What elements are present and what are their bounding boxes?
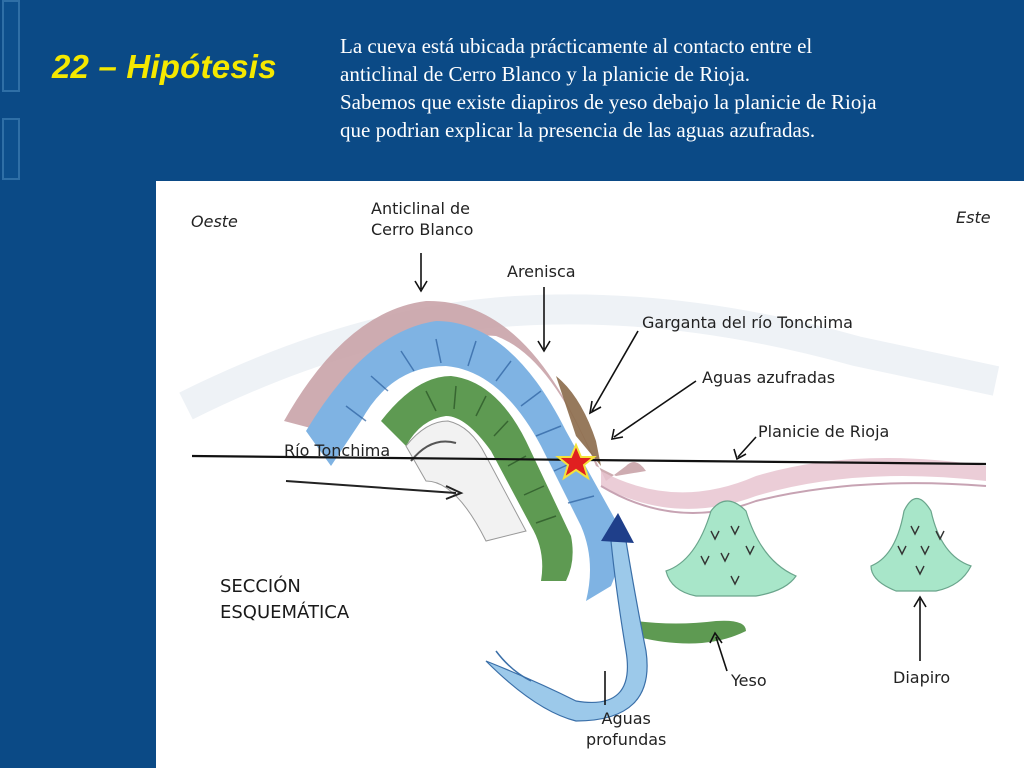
deep-waters-label: Aguas profundas bbox=[586, 709, 667, 749]
description-line: anticlinal de Cerro Blanco y la planicie… bbox=[340, 62, 750, 86]
anticline-blue-layer bbox=[306, 321, 620, 601]
decorative-bar-top bbox=[2, 0, 20, 92]
anticline-outer-layer bbox=[284, 300, 646, 481]
slide-title: 22 – Hipótesis bbox=[52, 48, 277, 85]
east-label: Este bbox=[956, 208, 991, 227]
cave-location-star-icon bbox=[555, 442, 597, 481]
leader-gypsum bbox=[715, 636, 728, 672]
gorge-label: Garganta del río Tonchima bbox=[642, 313, 853, 332]
geologic-cross-section: Oeste Este Anticlinal de Cerro Blanco Ar… bbox=[156, 181, 1024, 768]
anticline-label: Anticlinal de Cerro Blanco bbox=[371, 199, 474, 239]
west-label: Oeste bbox=[191, 212, 238, 231]
cross-section-drawing bbox=[179, 253, 1000, 722]
plain-label: Planicie de Rioja bbox=[758, 422, 890, 441]
leader-gorge bbox=[591, 330, 639, 412]
description-line: Sabemos que existe diapiros de yeso deba… bbox=[340, 90, 877, 114]
plain-layers bbox=[601, 458, 986, 509]
anticline-green-layer bbox=[381, 376, 573, 581]
deep-water-arrow-head bbox=[601, 513, 634, 543]
decorative-bar-bottom bbox=[2, 118, 20, 180]
river-flow-arrow bbox=[285, 480, 457, 494]
section-label: SECCIÓN ESQUEMÁTICA bbox=[220, 576, 350, 623]
diapir-1 bbox=[665, 500, 797, 597]
leader-sulfur bbox=[613, 380, 697, 438]
sulfur-waters-label: Aguas azufradas bbox=[702, 368, 836, 387]
sandstone-layer bbox=[556, 376, 601, 466]
diapir-2 bbox=[870, 497, 972, 592]
river-label: Río Tonchima bbox=[284, 441, 391, 460]
sandstone-label: Arenisca bbox=[507, 262, 576, 281]
leader-plain bbox=[737, 436, 757, 458]
gypsum-body bbox=[636, 620, 746, 644]
description-line: que podrian explicar la presencia de las… bbox=[340, 118, 816, 142]
description-line: La cueva está ubicada prácticamente al c… bbox=[340, 34, 813, 58]
gypsum-label: Yeso bbox=[731, 671, 767, 690]
slide-description: La cueva está ubicada prácticamente al c… bbox=[340, 32, 1010, 144]
diapir-label: Diapiro bbox=[893, 668, 951, 687]
